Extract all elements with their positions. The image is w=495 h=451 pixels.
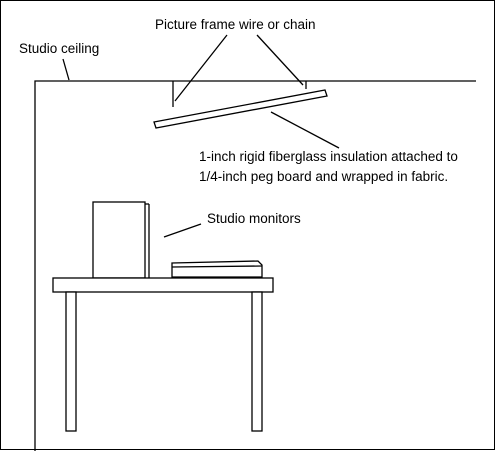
desk-leg-left	[65, 291, 77, 432]
hanger-leader-right	[256, 34, 304, 86]
studio-ceiling-and-wall	[34, 80, 476, 451]
monitors-label: Studio monitors	[207, 211, 301, 226]
hanger-label: Picture frame wire or chain	[155, 17, 316, 32]
absorber-panel	[153, 89, 328, 129]
desk-top	[52, 277, 274, 293]
hanger-leader-left	[174, 34, 228, 102]
ceiling-leader-line	[62, 58, 70, 81]
studio-monitor-speaker	[92, 201, 146, 279]
panel-label-line1: 1-inch rigid fiberglass insulation attac…	[199, 149, 458, 164]
panel-label-line2: 1/4-inch peg board and wrapped in fabric…	[199, 169, 448, 184]
desk-leg-right	[251, 291, 263, 432]
panel-leader-line	[270, 111, 340, 149]
desk-device-lid	[171, 265, 263, 268]
ceiling-label: Studio ceiling	[19, 41, 99, 56]
desk-device	[171, 260, 263, 278]
monitors-leader-line	[163, 223, 202, 238]
